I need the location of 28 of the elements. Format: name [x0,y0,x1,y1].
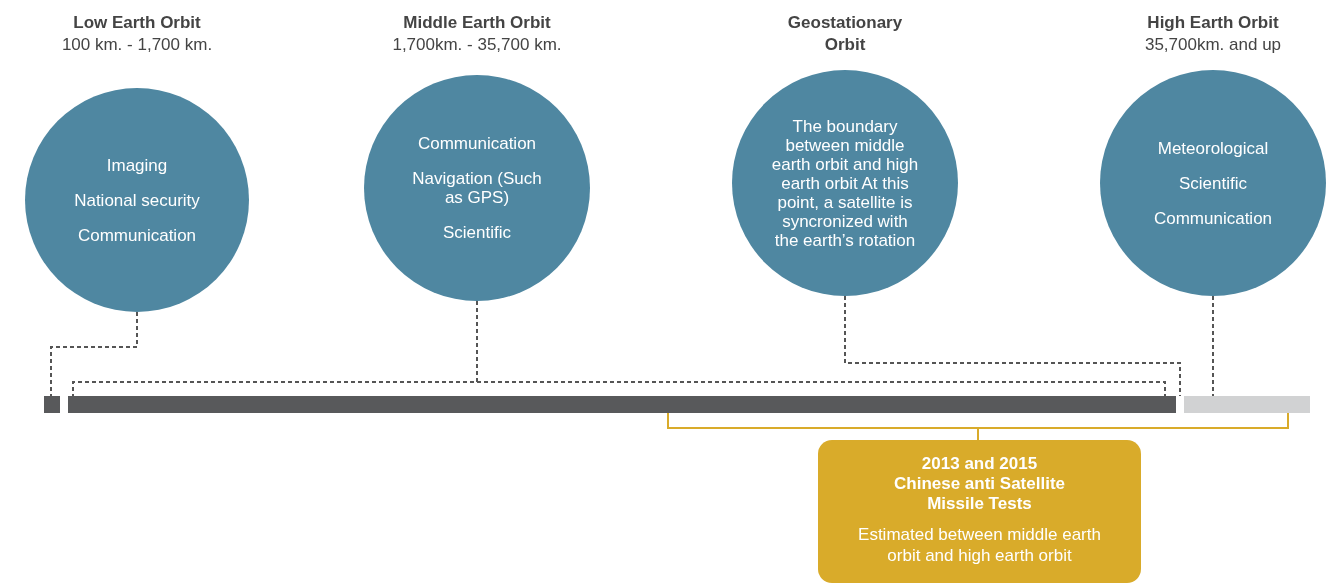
altitude-range: 1,700km. - 35,700 km. [391,34,563,56]
orbit-description: The boundary between middle earth orbit and high earth orbit At this point, a satellite is syncronized with the earth’s rotation [770,116,920,250]
use-label: Imaging [106,155,168,175]
orbit-heading: Low Earth Orbit [72,12,202,34]
altitude-bar [1184,396,1310,413]
leader-line [844,295,1181,397]
event-description: Estimated between middle earth orbit and high earth orbit [857,524,1102,566]
use-label: Communication [417,134,537,153]
leader-line [1212,295,1214,397]
use-label: National security [74,190,200,210]
leader-line [72,300,1166,397]
altitude-range: 100 km. - 1,700 km. [60,34,214,56]
orbit-heading: High Earth Orbit [1146,12,1280,34]
use-label: Scientific [1179,173,1247,193]
altitude-bar [68,396,1176,413]
use-label: Meteorological [1157,138,1269,158]
use-label: Scientific [443,223,511,242]
altitude-bar [44,396,60,413]
orbit-heading: Geostationary Orbit [786,12,904,56]
event-title: 2013 and 2015 Chinese anti Satellite Missile Tests [893,454,1066,514]
event-box [818,440,1141,583]
use-label: Navigation (Such as GPS) [412,169,542,207]
orbit-heading: Middle Earth Orbit [402,12,552,34]
use-label: Communication [1153,208,1273,228]
range-bracket [667,412,1289,441]
leader-line [50,311,138,397]
use-label: Communication [77,225,197,245]
altitude-range: 35,700km. and up [1143,34,1283,56]
